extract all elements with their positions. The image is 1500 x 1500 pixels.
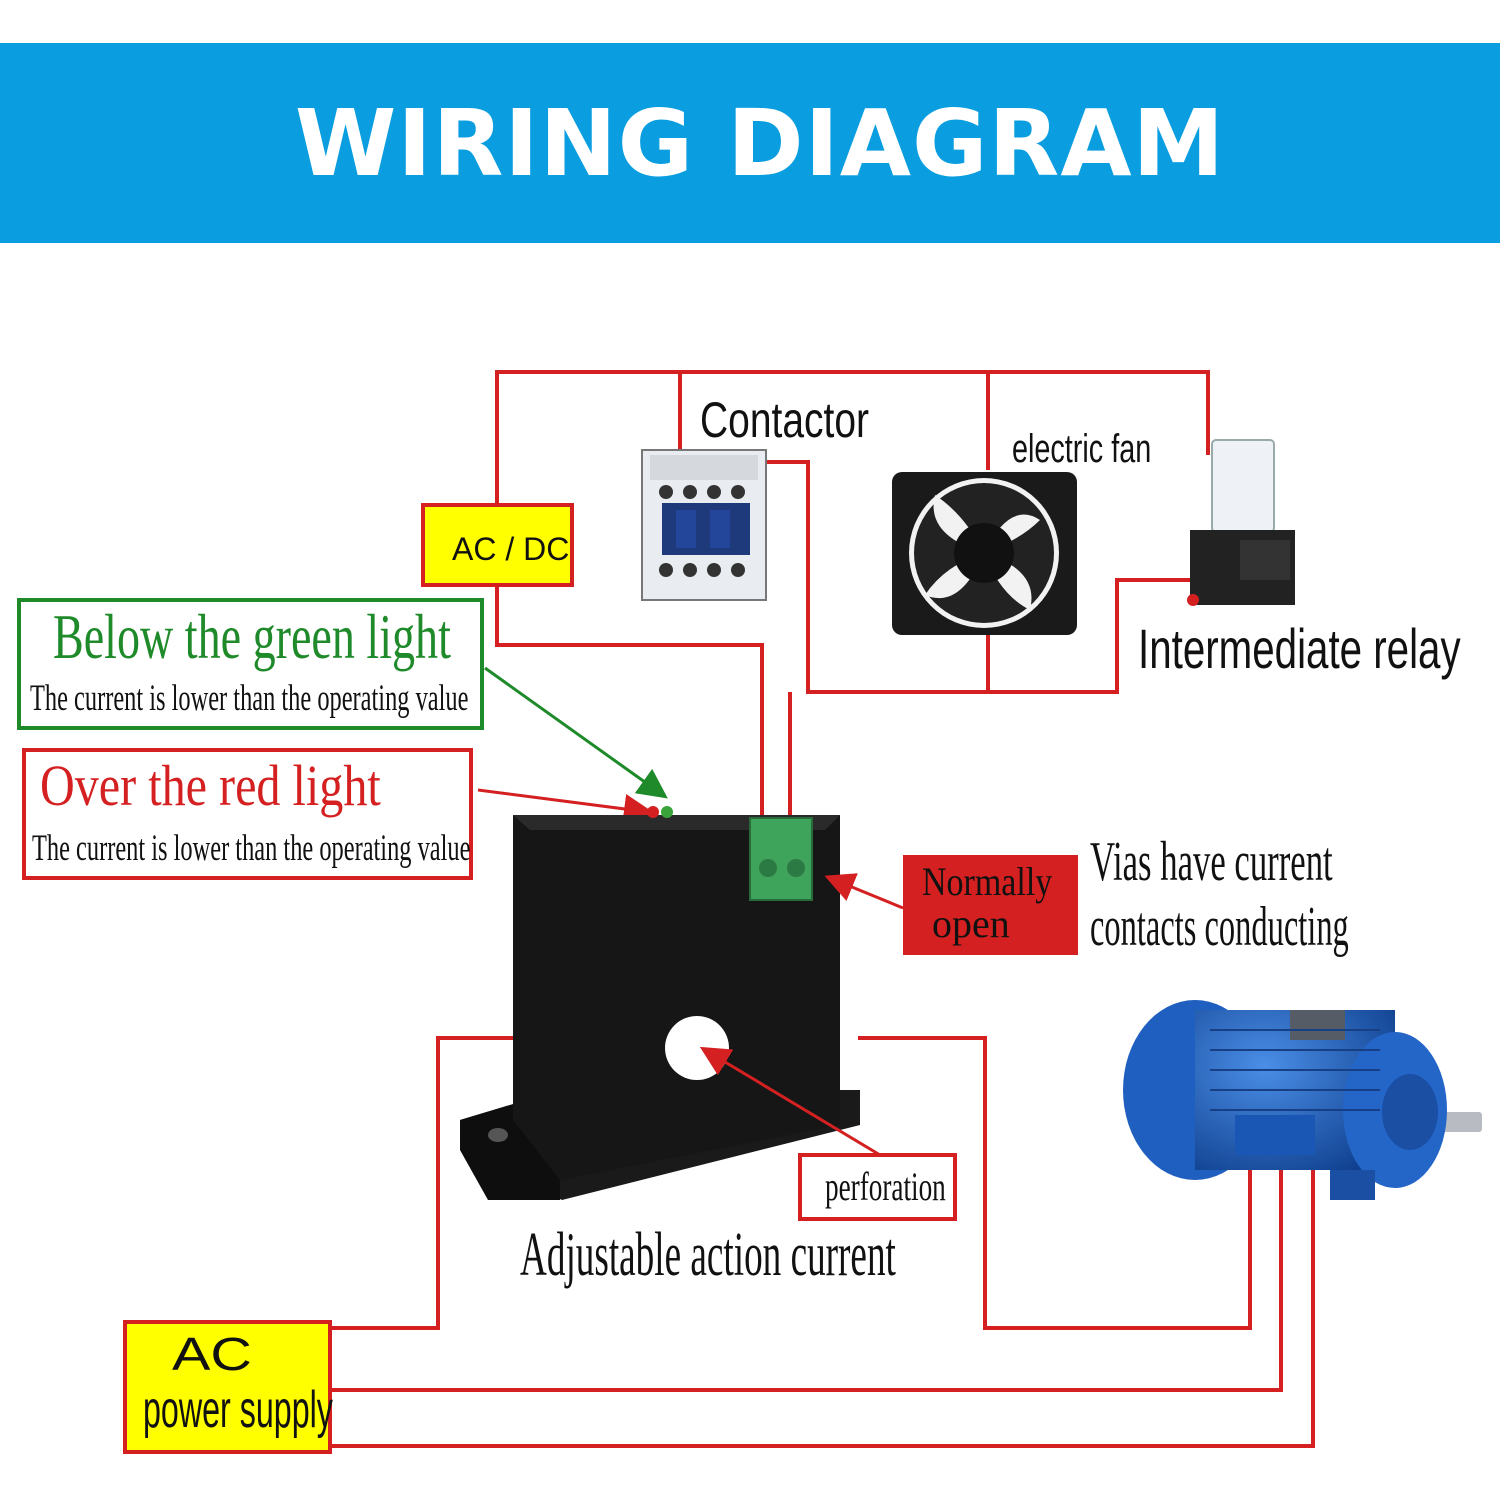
normally-open-box [903, 855, 1078, 955]
vias-line1: Vias have current [1090, 831, 1333, 894]
ac-power-line2: power supply [143, 1381, 333, 1439]
current-sensor-device [460, 806, 860, 1200]
header-banner: WIRING DIAGRAM [0, 43, 1500, 243]
ac-power-line1: AC [172, 1329, 252, 1380]
intermediate-relay-device [1187, 439, 1295, 606]
red-light-title: Over the red light [40, 754, 381, 818]
ac-power-supply-box [123, 1320, 332, 1454]
red-light-box [22, 748, 473, 880]
green-light-box [17, 598, 484, 730]
contactor-device [641, 449, 767, 601]
power-wires [330, 1036, 1315, 1448]
relay-label: Intermediate relay [1138, 619, 1461, 681]
red-light-arrow [477, 788, 654, 824]
ac-dc-label-box [421, 503, 574, 587]
normally-open-line2: open [932, 901, 1010, 946]
perforation-arrow [699, 1046, 881, 1157]
contactor-label: Contactor [700, 391, 869, 448]
ac-dc-label: AC / DC [452, 531, 569, 567]
normally-open-line1: Normally [922, 861, 1053, 905]
normally-open-arrow [824, 873, 904, 910]
green-light-desc: The current is lower than the operating … [30, 677, 468, 718]
fan-label: electric fan [1012, 426, 1151, 471]
page-title: WIRING DIAGRAM [294, 89, 1226, 197]
electric-fan-device [892, 472, 1077, 635]
green-light-title: Below the green light [53, 602, 451, 673]
vias-line2: contacts conducting [1090, 895, 1349, 957]
green-light-arrow [484, 666, 668, 799]
red-light-desc: The current is lower than the operating … [32, 827, 470, 868]
perforation-label: perforation [825, 1166, 946, 1209]
control-wires [495, 370, 1210, 820]
adjustable-action-current: Adjustable action current [520, 1220, 896, 1289]
electric-motor-device [1123, 1000, 1482, 1200]
